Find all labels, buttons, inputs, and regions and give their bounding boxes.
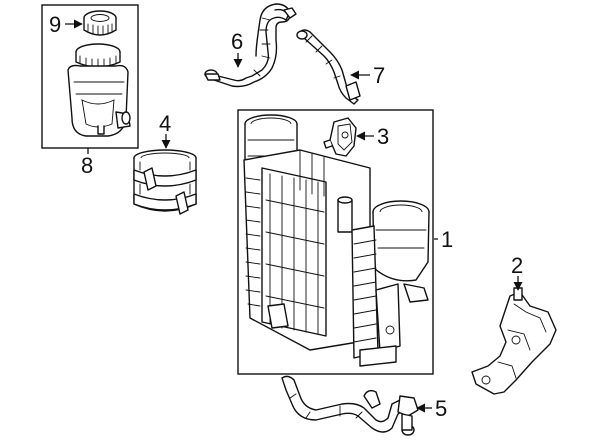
- intercooler-group-box: [237, 109, 434, 375]
- callout-number-3: 3: [377, 124, 389, 149]
- coolant-hose-assembly-part[interactable]: [281, 375, 419, 436]
- pressure-sensor-part[interactable]: [323, 117, 357, 157]
- callout-number-8: 8: [81, 153, 93, 178]
- callout-number-5: 5: [435, 396, 447, 421]
- callout-number-6: 6: [231, 29, 243, 54]
- upper-coolant-hose-part[interactable]: [204, 3, 297, 88]
- reservoir-cap-part[interactable]: [83, 10, 117, 36]
- reservoir-group-box: [41, 4, 139, 149]
- hose-clamp-part[interactable]: [133, 149, 197, 215]
- callout-number-4: 4: [159, 111, 171, 136]
- callout-number-1: 1: [441, 227, 453, 252]
- coolant-reservoir-part[interactable]: [67, 43, 131, 137]
- bypass-hose-part[interactable]: [296, 29, 361, 105]
- callout-number-7: 7: [373, 63, 385, 88]
- mounting-bracket-part[interactable]: [471, 287, 557, 395]
- callout-number-2: 2: [511, 253, 523, 278]
- intercooler-part[interactable]: [243, 114, 430, 367]
- callout-number-9: 9: [49, 12, 61, 37]
